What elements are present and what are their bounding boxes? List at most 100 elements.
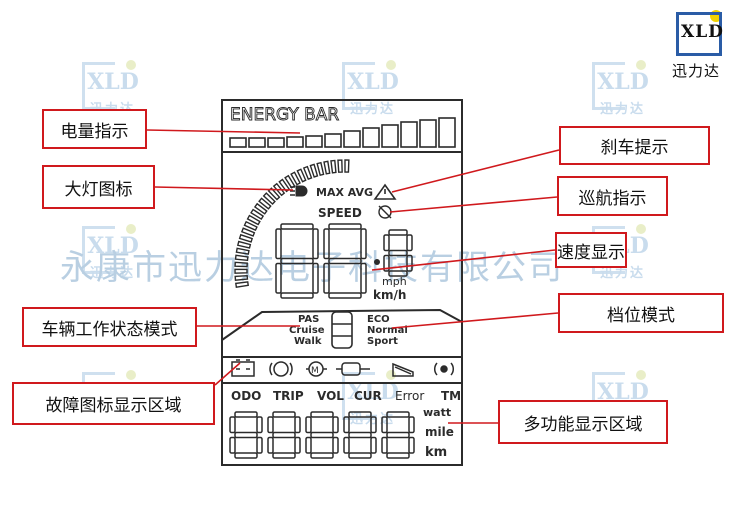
callout-speed-display: 速度显示: [555, 232, 627, 268]
arc-segment: [337, 159, 343, 173]
arc-segment: [250, 208, 265, 220]
arc-segment: [243, 220, 258, 232]
arc-segment: [302, 165, 313, 181]
digit-segment: [305, 416, 312, 434]
leader-energy-bar: [146, 129, 301, 134]
lcd-frame: [221, 99, 463, 466]
digit-segment: [275, 228, 282, 260]
digit-segment: [381, 416, 388, 434]
digit-segment: [305, 436, 312, 454]
arc-segment: [234, 261, 248, 268]
digit-segment: [386, 411, 410, 418]
digit-segment: [360, 228, 367, 260]
digit-segment: [229, 416, 236, 434]
mf-digit: [381, 411, 415, 459]
digit-segment: [280, 223, 314, 230]
digit-segment: [229, 436, 236, 454]
headlight-icon: [290, 185, 308, 197]
leader-cruise: [389, 196, 558, 213]
energy-bar-title: ENERGY BAR: [230, 105, 339, 125]
mf-digit: [343, 411, 377, 459]
energy-segment: [248, 137, 266, 148]
throttle-fault-icon: [336, 362, 370, 376]
digit-segment: [348, 431, 372, 439]
digit-segment: [406, 254, 413, 272]
digit-segment: [381, 436, 388, 454]
digit-segment: [234, 452, 258, 459]
energy-segment: [419, 119, 437, 148]
digit-segment: [388, 270, 408, 277]
arc-segment: [253, 202, 268, 215]
digit-segment: [310, 411, 334, 418]
energy-segment: [400, 121, 418, 148]
energy-segment: [229, 137, 247, 148]
mf-vol: VOL: [317, 389, 344, 403]
digit-segment: [383, 254, 390, 272]
speed-decimal-point: [374, 259, 380, 265]
speed-decimal-digit: [383, 229, 413, 277]
callout-cruise-indicator: 巡航指示: [557, 176, 668, 216]
digit-segment: [328, 292, 362, 299]
digit-segment: [275, 262, 282, 294]
unit-km: km: [425, 445, 447, 460]
digit-segment: [332, 416, 339, 434]
mf-cur: CUR: [354, 389, 382, 403]
unit-mph: mph: [382, 275, 407, 288]
arc-segment: [330, 159, 337, 174]
leader-fault: [214, 362, 241, 386]
unit-mile: mile: [425, 425, 454, 439]
digit-segment: [328, 223, 362, 230]
brand-logo: XLD 迅力达: [672, 10, 730, 80]
energy-segment: [305, 135, 323, 148]
controller-fault-icon: [392, 362, 414, 377]
digit-segment: [408, 436, 415, 454]
digit-segment: [332, 436, 339, 454]
max-avg-label: MAX AVG: [316, 186, 373, 199]
digit-segment: [310, 452, 334, 459]
gear-sport: Sport: [367, 336, 398, 347]
motor-fault-icon: M: [306, 361, 327, 377]
arc-segment: [262, 192, 276, 205]
arc-segment: [235, 247, 250, 255]
digit-segment: [388, 249, 408, 257]
digit-segment: [256, 416, 263, 434]
gear-normal: Normal: [367, 325, 408, 336]
digit-segment: [234, 431, 258, 439]
arc-segment: [240, 227, 256, 237]
digit-segment: [360, 262, 367, 294]
digit-segment: [234, 411, 258, 418]
arc-segment: [234, 254, 249, 262]
mf-digit: [305, 411, 339, 459]
mf-error: Error: [395, 389, 424, 403]
mode-pas: PAS: [298, 314, 319, 325]
arc-segment: [344, 159, 350, 173]
digit-segment: [383, 234, 390, 252]
mf-trip: TRIP: [273, 389, 304, 403]
digit-segment: [348, 411, 372, 418]
gear-eco: ECO: [367, 314, 390, 325]
callout-brake-hint: 刹车提示: [559, 126, 710, 165]
mf-tm: TM: [441, 389, 461, 403]
callout-vehicle-status-mode: 车辆工作状态模式: [22, 307, 197, 347]
digit-segment: [294, 436, 301, 454]
energy-segment: [324, 133, 342, 148]
cruise-icon: [378, 205, 392, 219]
callout-gear-mode: 档位模式: [558, 293, 724, 333]
callout-fault-icon-area: 故障图标显示区域: [12, 382, 215, 425]
mf-digit: [267, 411, 301, 459]
digit-segment: [272, 411, 296, 418]
unit-watt: watt: [423, 406, 451, 419]
digit-segment: [388, 229, 408, 236]
leader-headlight: [154, 186, 294, 191]
arc-segment: [235, 281, 249, 289]
digit-segment: [328, 257, 362, 265]
gear-level-icon: [331, 311, 353, 349]
energy-bar-segments: [229, 117, 456, 148]
arc-segment: [238, 233, 254, 243]
arc-segment: [316, 161, 325, 177]
leader-gear: [391, 312, 559, 329]
watermark-company-name: 永康市迅力达电子科技有限公司: [60, 248, 564, 288]
